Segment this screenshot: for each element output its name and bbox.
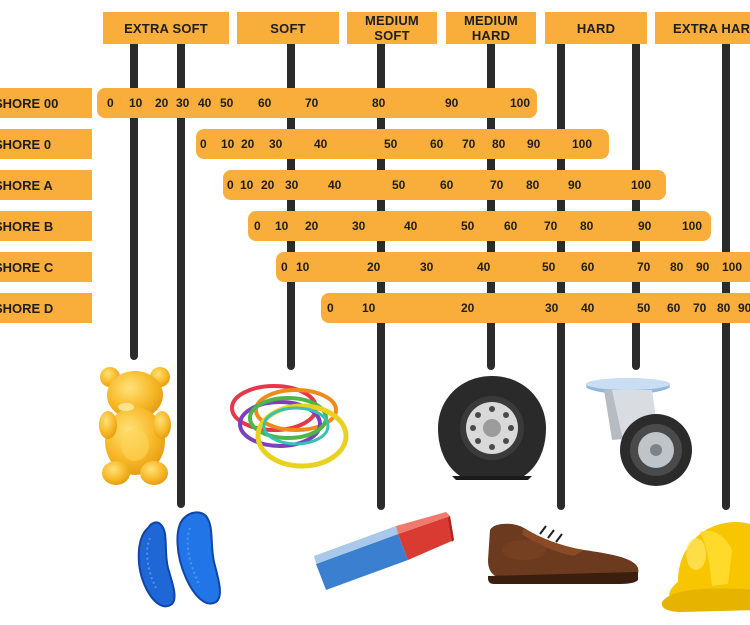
leather-shoe-icon xyxy=(488,523,639,584)
scale-bar-shore-b: 0 10 20 30 40 50 60 70 80 90 100 xyxy=(248,211,711,241)
tick-label: 50 xyxy=(461,219,475,233)
category-extra-soft: EXTRA SOFT xyxy=(103,12,229,44)
tick-label: 90 xyxy=(568,178,582,192)
tick-label: 10 xyxy=(221,137,235,151)
tick-label: 50 xyxy=(384,137,398,151)
tick-label: 10 xyxy=(275,219,289,233)
tick-label: 20 xyxy=(241,137,255,151)
tick-label: 80 xyxy=(580,219,594,233)
scale-label-shore-0: SHORE 0 xyxy=(0,129,92,159)
tick-label: 70 xyxy=(693,301,707,315)
scale-bar-shore-00: 0 10 20 30 40 50 60 70 80 90 100 xyxy=(97,88,537,118)
tick-label: 40 xyxy=(198,96,212,110)
tick-label: 100 xyxy=(722,260,743,274)
category-medium-soft: MEDIUM SOFT xyxy=(347,12,437,44)
tick-label: 10 xyxy=(296,260,310,274)
tick-label: 90 xyxy=(527,137,541,151)
tick-label: 30 xyxy=(545,301,559,315)
tick-label: 60 xyxy=(504,219,518,233)
tick-label: 90 xyxy=(445,96,459,110)
tick-label: 30 xyxy=(285,178,299,192)
tick-label: 10 xyxy=(240,178,254,192)
category-medium-hard: MEDIUM HARD xyxy=(446,12,536,44)
tick-label: 100 xyxy=(631,178,652,192)
tick-label: 60 xyxy=(430,137,444,151)
tick-label: 50 xyxy=(542,260,556,274)
scale-bar-shore-0: 0 10 20 30 40 50 60 70 80 90 100 xyxy=(196,129,609,159)
scale-label-shore-b: SHORE B xyxy=(0,211,92,241)
tick-label: 100 xyxy=(510,96,531,110)
tick-label: 20 xyxy=(367,260,381,274)
tick-label: 70 xyxy=(544,219,558,233)
tick-label: 60 xyxy=(440,178,454,192)
tick-label: 50 xyxy=(637,301,651,315)
tick-label: 80 xyxy=(492,137,506,151)
category-extra-hard: EXTRA HARD xyxy=(655,12,750,44)
connector-line xyxy=(130,40,138,360)
tick-label: 30 xyxy=(269,137,283,151)
scale-label-shore-d: SHORE D xyxy=(0,293,92,323)
tick-label: 90 xyxy=(638,219,652,233)
caster-wheel-icon xyxy=(586,378,692,486)
flat-tire-icon xyxy=(438,376,546,480)
tick-label: 80 xyxy=(670,260,684,274)
tick-label: 20 xyxy=(155,96,169,110)
tick-label: 40 xyxy=(328,178,342,192)
eraser-icon xyxy=(314,512,454,590)
tick-label: 80 xyxy=(526,178,540,192)
tick-label: 60 xyxy=(581,260,595,274)
tick-label: 70 xyxy=(305,96,319,110)
rubber-bands-icon xyxy=(230,384,349,469)
tick-label: 30 xyxy=(352,219,366,233)
tick-label: 80 xyxy=(372,96,386,110)
tick-label: 80 xyxy=(717,301,731,315)
tick-label: 90 xyxy=(738,301,750,315)
tick-label: 40 xyxy=(581,301,595,315)
scale-label-shore-00: SHORE 00 xyxy=(0,88,92,118)
tick-label: 70 xyxy=(490,178,504,192)
tick-label: 10 xyxy=(362,301,376,315)
connector-line xyxy=(287,40,295,370)
tick-label: 40 xyxy=(404,219,418,233)
tick-label: 0 xyxy=(200,137,207,151)
tick-label: 70 xyxy=(637,260,651,274)
tick-label: 90 xyxy=(696,260,710,274)
tick-label: 100 xyxy=(572,137,593,151)
shoe-insoles-icon xyxy=(137,511,221,608)
connector-line xyxy=(177,40,185,508)
tick-label: 20 xyxy=(305,219,319,233)
tick-label: 0 xyxy=(327,301,334,315)
tick-label: 50 xyxy=(392,178,406,192)
tick-label: 0 xyxy=(107,96,114,110)
tick-label: 40 xyxy=(477,260,491,274)
hard-hat-icon xyxy=(661,522,750,612)
tick-label: 30 xyxy=(176,96,190,110)
tick-label: 20 xyxy=(261,178,275,192)
tick-label: 60 xyxy=(667,301,681,315)
scale-label-shore-a: SHORE A xyxy=(0,170,92,200)
tick-label: 0 xyxy=(227,178,234,192)
scale-bar-shore-d: 0 10 20 30 40 50 60 70 80 90 xyxy=(321,293,750,323)
connector-line xyxy=(487,40,495,370)
tick-label: 0 xyxy=(254,219,261,233)
category-hard: HARD xyxy=(545,12,647,44)
tick-label: 70 xyxy=(462,137,476,151)
scale-bar-shore-a: 0 10 20 30 40 50 60 70 80 90 100 xyxy=(223,170,666,200)
tick-label: 20 xyxy=(461,301,475,315)
scale-label-shore-c: SHORE C xyxy=(0,252,92,282)
tick-label: 30 xyxy=(420,260,434,274)
gummy-bear-icon xyxy=(99,367,171,485)
category-soft: SOFT xyxy=(237,12,339,44)
tick-label: 10 xyxy=(129,96,143,110)
tick-label: 0 xyxy=(281,260,288,274)
connector-line xyxy=(632,40,640,370)
scale-bar-shore-c: 0 10 20 30 40 50 60 70 80 90 100 xyxy=(276,252,750,282)
tick-label: 50 xyxy=(220,96,234,110)
tick-label: 40 xyxy=(314,137,328,151)
tick-label: 100 xyxy=(682,219,703,233)
tick-label: 60 xyxy=(258,96,272,110)
